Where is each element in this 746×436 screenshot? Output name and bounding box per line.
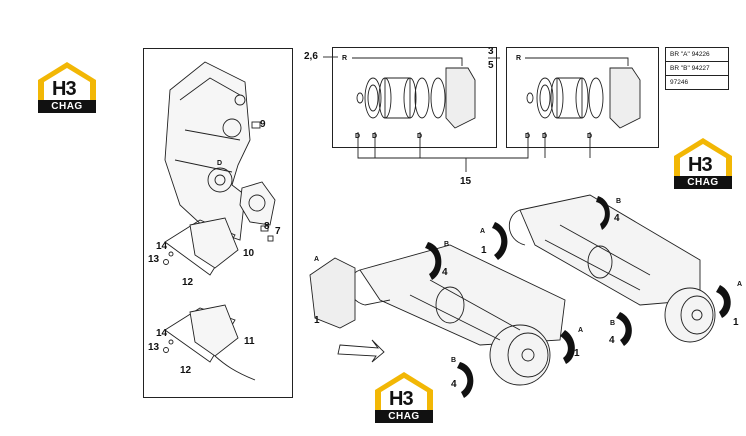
label-b: B: [610, 320, 616, 327]
callout-1: 1: [481, 245, 487, 256]
logo-roof-icon: [674, 138, 732, 176]
label-a: A: [578, 327, 584, 334]
callout-12: 12: [180, 365, 192, 376]
callout-7: 7: [275, 226, 281, 237]
logo-brand: CHAG: [375, 410, 433, 423]
label-d: D: [525, 133, 531, 140]
logo-mark: H3: [389, 388, 414, 410]
callout-3: 3: [488, 46, 494, 57]
callout-13: 13: [148, 254, 160, 265]
callout-1: 1: [574, 348, 580, 359]
reference-table: BR "A" 94226 BR "B" 94227 97246: [665, 47, 729, 90]
label-d: D: [217, 160, 223, 167]
callout-2-6: 2,6: [304, 51, 318, 62]
rotation-arrow-b: [616, 312, 632, 346]
logo-mark: H3: [688, 154, 713, 176]
rotation-arrow-a: [492, 222, 508, 260]
callout-4: 4: [451, 379, 457, 390]
label-a: A: [480, 228, 486, 235]
callout-8: 8: [264, 221, 270, 232]
label-b: B: [451, 357, 457, 364]
label-a: A: [314, 256, 320, 263]
rotation-arrow-a: [716, 285, 731, 318]
seal-kit-panel-left: [332, 47, 497, 148]
rotation-arrow-b: [596, 196, 610, 230]
reference-row-number: 97246: [670, 79, 689, 86]
callout-14: 14: [156, 328, 168, 339]
reference-row-a: BR "A" 94226: [666, 48, 728, 62]
rotation-arrow-b: [457, 362, 474, 398]
logo-brand: CHAG: [38, 100, 96, 113]
callout-14: 14: [156, 241, 168, 252]
callout-9: 9: [260, 119, 266, 130]
callout-5: 5: [488, 60, 494, 71]
callout-1: 1: [314, 315, 320, 326]
logo-right: H3 CHAG: [674, 138, 732, 190]
label-d: D: [542, 133, 548, 140]
label-b: B: [616, 198, 622, 205]
label-r: R: [516, 55, 522, 62]
logo-mark: H3: [52, 78, 77, 100]
callout-13: 13: [148, 342, 160, 353]
label-d: D: [417, 133, 423, 140]
callout-15: 15: [460, 176, 472, 187]
label-b: B: [444, 241, 450, 248]
label-r: R: [342, 55, 348, 62]
logo-roof-icon: [375, 372, 433, 410]
logo-brand: CHAG: [674, 176, 732, 189]
rotation-arrow-a: [560, 330, 575, 364]
callout-4: 4: [442, 267, 448, 278]
callout-11: 11: [244, 336, 255, 347]
logo-bottom: H3 CHAG: [375, 372, 433, 424]
callout-4: 4: [614, 213, 620, 224]
label-a: A: [737, 281, 743, 288]
callout-1: 1: [733, 317, 739, 328]
label-d: D: [587, 133, 593, 140]
callout-10: 10: [243, 248, 255, 259]
callout-4: 4: [609, 335, 615, 346]
label-d: D: [355, 133, 361, 140]
label-d: D: [372, 133, 378, 140]
logo-top-left: H3 CHAG: [38, 62, 96, 114]
logo-roof-icon: [38, 62, 96, 100]
callout-12: 12: [182, 277, 194, 288]
rotation-arrow-b: [425, 242, 442, 280]
reference-row-b: BR "B" 94227: [666, 62, 728, 76]
